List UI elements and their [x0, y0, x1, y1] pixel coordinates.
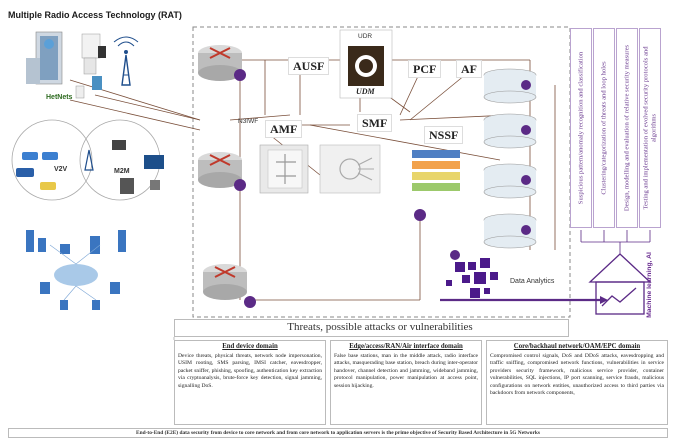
hetnets-label: HetNets	[46, 94, 73, 101]
ai-connectors	[580, 230, 651, 254]
hetnets-cluster	[26, 31, 139, 99]
ai-task-testing: Testing and implementation of evolved se…	[639, 28, 661, 228]
footer-note: End-to-End (E2E) data security from devi…	[8, 428, 668, 438]
router-middle	[198, 152, 246, 191]
edge-access-domain: Edge/access/RAN/Air interface domain Fal…	[330, 340, 482, 425]
city-cluster	[26, 230, 126, 310]
data-analytics-label: Data Analytics	[510, 278, 555, 285]
nssf-node: NSSF	[424, 126, 464, 144]
udr-label: UDR	[358, 33, 373, 40]
smf-node: SMF	[357, 114, 393, 132]
router-top	[198, 45, 246, 81]
ausf-node: AUSF	[288, 57, 330, 75]
udm-label: UDM	[356, 87, 375, 96]
server-nodes	[414, 80, 531, 260]
n3iwf-label: N3IWF	[238, 118, 259, 125]
ai-task-design: Design, modelling and evaluation of rela…	[616, 28, 638, 228]
end-device-domain: End device domain Device threats, physic…	[174, 340, 326, 425]
router-bottom	[203, 264, 256, 308]
ai-task-anomaly: Suspicious pattern/anomaly recognition a…	[570, 28, 592, 228]
server-stack	[483, 68, 537, 249]
domain-title: End device domain	[222, 343, 278, 350]
domain-text: Compromised control signals, DoS and DDo…	[490, 353, 664, 397]
data-analytics-icon	[446, 258, 498, 298]
amf-node: AMF	[265, 120, 303, 138]
ml-ai-label: Machine learning, AI	[646, 252, 653, 318]
domain-text: Device threats, physical threats, networ…	[178, 353, 322, 389]
af-node: AF	[456, 60, 482, 78]
domain-text: False base stations, man in the middle a…	[334, 353, 478, 389]
threats-title: Threats, possible attacks or vulnerabili…	[287, 321, 473, 333]
ai-task-clustering: Clustering/categorization of threats and…	[593, 28, 615, 228]
v2v-label: V2V	[54, 166, 68, 173]
core-backhaul-domain: Core/backhaul network/OAM/EPC domain Com…	[486, 340, 668, 425]
ai-house-icon	[588, 253, 652, 315]
domain-title: Core/backhaul network/OAM/EPC domain	[513, 343, 641, 350]
pcf-node: PCF	[408, 60, 442, 78]
nssf-stack-icon	[412, 150, 460, 191]
v2v-m2m-cluster	[11, 119, 164, 201]
threats-header-box	[174, 319, 569, 337]
domain-title: Edge/access/RAN/Air interface domain	[349, 343, 463, 350]
rat-title: Multiple Radio Access Technology (RAT)	[8, 10, 182, 20]
m2m-label: M2M	[114, 168, 130, 175]
